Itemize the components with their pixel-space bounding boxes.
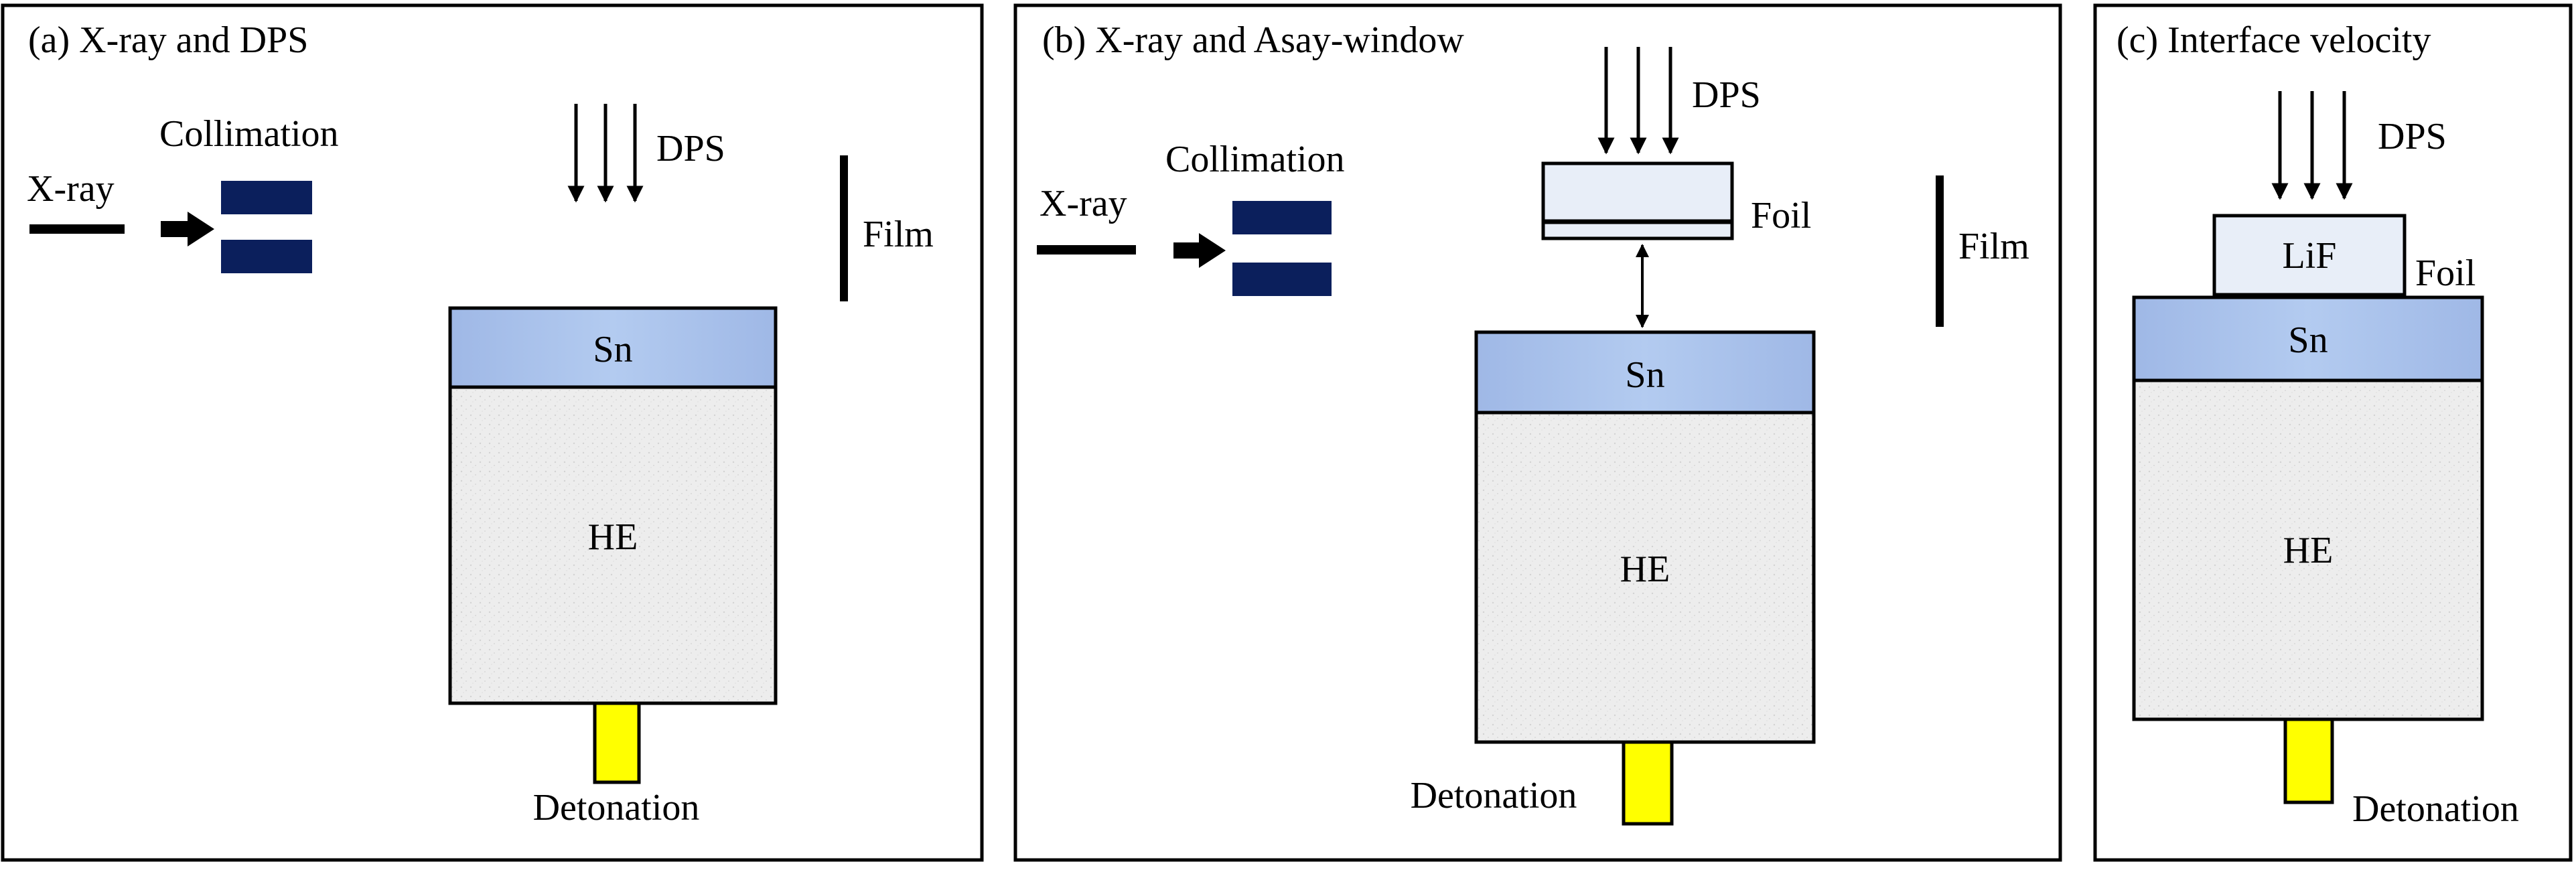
lif-window	[2212, 214, 2407, 297]
sn-label: Sn	[1625, 354, 1664, 396]
lif-label: LiF	[2283, 235, 2337, 277]
arrow-right-icon	[1173, 233, 1226, 268]
collimator-bottom	[1232, 263, 1332, 296]
panel-b: (b) X-ray and Asay-window X-ray Collimat…	[1013, 3, 2062, 862]
film-label: Film	[863, 214, 934, 255]
panel-a: (a) X-ray and DPS X-ray Collimation DPS …	[1, 3, 984, 862]
detonator	[593, 701, 641, 784]
foil-label: Foil	[2415, 252, 2476, 294]
arrow-right-icon	[161, 212, 214, 246]
detonator	[2283, 717, 2334, 804]
dps-arrows	[2271, 91, 2353, 200]
xray-label: X-ray	[27, 168, 115, 210]
collimator-top	[1232, 201, 1332, 234]
panel-a-frame	[1, 3, 984, 862]
panel-a-title: (a) X-ray and DPS	[28, 19, 308, 61]
he-label: HE	[1620, 549, 1670, 590]
he-block	[448, 385, 778, 705]
collimation-label: Collimation	[1165, 139, 1345, 180]
foil-layer	[1541, 220, 1734, 240]
film	[1936, 175, 1944, 327]
he-label: HE	[2283, 530, 2334, 571]
xray-beam	[29, 224, 125, 234]
detonation-label: Detonation	[2352, 788, 2519, 830]
panel-b-frame	[1013, 3, 2062, 862]
he-block	[2132, 378, 2484, 721]
collimator-top	[221, 181, 312, 214]
dps-label: DPS	[1692, 74, 1761, 116]
film-label: Film	[1958, 226, 2029, 267]
sn-layer	[448, 306, 778, 389]
foil-window	[1541, 161, 1734, 223]
detonator	[1622, 740, 1674, 826]
sn-layer	[1474, 330, 1816, 415]
dps-arrows	[1597, 47, 1679, 155]
detonation-label: Detonation	[1411, 775, 1577, 816]
dps-label: DPS	[656, 128, 725, 169]
collimator-bottom	[221, 240, 312, 273]
sn-label: Sn	[2288, 319, 2328, 361]
dps-arrows	[567, 104, 644, 203]
panel-c-frame	[2093, 3, 2573, 862]
xray-beam	[1037, 245, 1136, 255]
xray-label: X-ray	[1040, 183, 1127, 224]
he-block	[1474, 411, 1816, 744]
panel-c: (c) Interface velocity DPS LiF Foil Sn H…	[2093, 3, 2573, 862]
foil-label: Foil	[1751, 195, 1811, 236]
collimation-label: Collimation	[159, 113, 339, 155]
detonation-label: Detonation	[533, 787, 700, 828]
dps-label: DPS	[2378, 116, 2447, 157]
panel-b-title: (b) X-ray and Asay-window	[1042, 19, 1464, 61]
film	[840, 155, 848, 301]
sn-label: Sn	[593, 329, 632, 370]
panel-c-title: (c) Interface velocity	[2117, 19, 2431, 61]
he-label: HE	[588, 516, 638, 558]
